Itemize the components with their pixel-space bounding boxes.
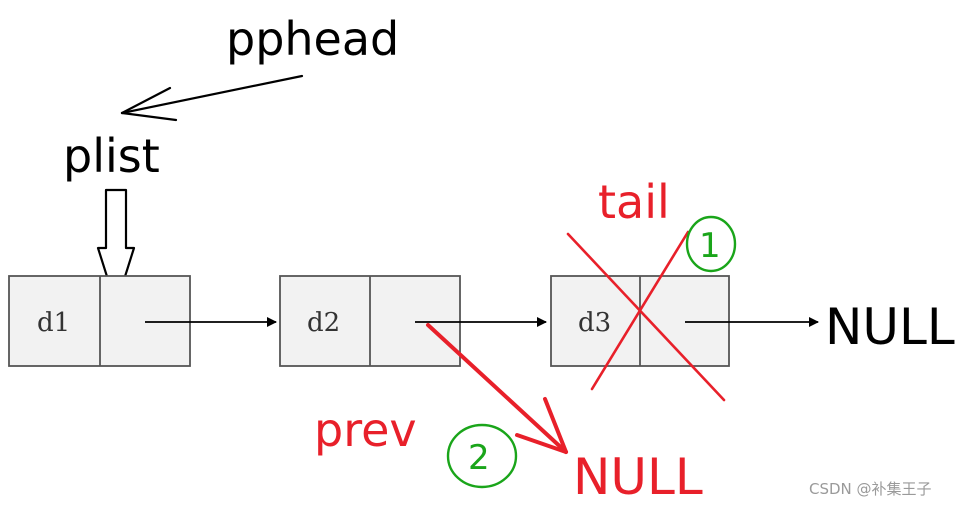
list-node-d2: d2 — [279, 275, 461, 367]
list-node-d1: d1 — [8, 275, 191, 367]
pphead-arrow — [120, 74, 304, 122]
prev-null-arrow — [426, 323, 568, 454]
prev-label: prev — [314, 403, 417, 457]
node-d3-data: d3 — [578, 308, 611, 338]
step-marker-1: 1 — [685, 215, 737, 273]
delete-cross — [566, 230, 726, 402]
svg-text:2: 2 — [468, 438, 490, 478]
pphead-label: pphead — [226, 12, 399, 66]
null-right-label: NULL — [825, 298, 955, 356]
node-d2-data: d2 — [307, 308, 340, 338]
svg-text:1: 1 — [699, 226, 721, 266]
null-bottom-label: NULL — [573, 448, 703, 506]
plist-label: plist — [63, 129, 160, 183]
watermark: CSDN @补集王子 — [809, 480, 932, 498]
node-d1-data: d1 — [37, 308, 70, 338]
step-marker-2: 2 — [446, 423, 518, 489]
tail-label: tail — [598, 175, 670, 229]
list-node-d3: d3 — [550, 275, 730, 367]
